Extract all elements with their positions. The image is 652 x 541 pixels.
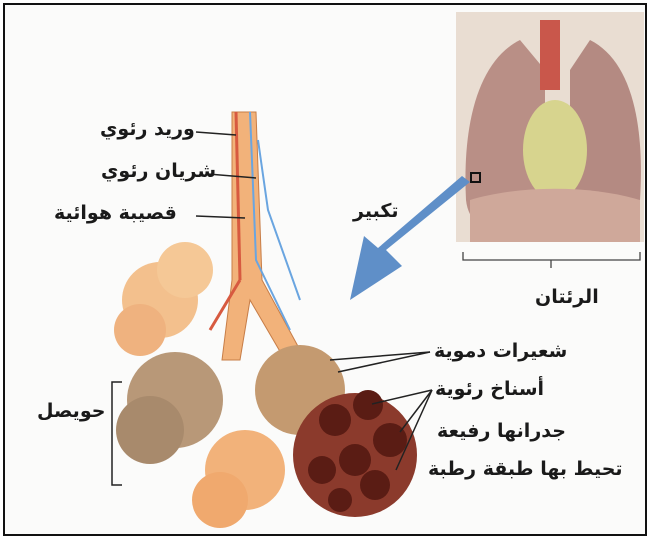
label-pulmonary-artery: شريان رئوي [101, 160, 216, 182]
bronchiole-tree [210, 112, 300, 360]
magnify-arrow [350, 176, 470, 300]
leader-vein [196, 132, 236, 135]
label-lungs: الرئتان [535, 286, 599, 308]
label-moist-layer: تحيط بها طبقة رطبة [428, 458, 623, 480]
label-pulmonary-vein: وريد رئوي [100, 118, 195, 140]
label-magnify: تكبير [353, 200, 399, 222]
label-alveoli: أسناخ رئوية [435, 378, 544, 400]
label-thin-walls: جدرانها رفيعة [437, 420, 566, 442]
lungs-bracket [463, 252, 640, 268]
label-capillaries: شعيرات دموية [434, 340, 567, 362]
label-bronchiole: قصيبة هوائية [54, 202, 177, 224]
label-alveolar-sac: حويصل [37, 400, 105, 422]
lungs-illustration [456, 12, 644, 268]
